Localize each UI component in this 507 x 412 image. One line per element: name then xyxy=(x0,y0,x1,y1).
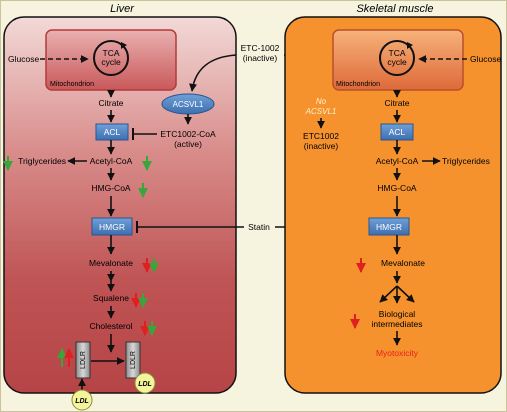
etc1002-inactive-muscle: ETC1002 xyxy=(303,131,339,141)
muscle-myotoxicity: Myotoxicity xyxy=(376,348,419,358)
muscle-bio-intermediates-2: intermediates xyxy=(371,319,422,329)
etc1002-inactive-muscle-2: (inactive) xyxy=(304,141,339,151)
liver-mitochondrion-label: Mitochondrion xyxy=(50,81,94,88)
arrow-branch-right xyxy=(396,285,415,303)
muscle-mitochondrion-label: Mitochondrion xyxy=(336,81,380,88)
muscle-hmg-coa: HMG-CoA xyxy=(377,183,417,193)
ldlr-right xyxy=(125,341,141,379)
muscle-acl-label: ACL xyxy=(389,127,406,137)
etc1002-label-2: (inactive) xyxy=(243,53,278,63)
liver-citrate: Citrate xyxy=(98,98,123,108)
liver-hmgr-box xyxy=(91,217,133,236)
muscle-bio-intermediates: Biological xyxy=(379,309,415,319)
liver-tca-arrowhead xyxy=(121,42,127,49)
ldlr-right-label: LDLR xyxy=(130,351,137,369)
liver-hmg-coa: HMG-CoA xyxy=(91,183,131,193)
liver-tca-label: TCA xyxy=(103,48,120,58)
no-acsvl1-label-2: ACSVL1 xyxy=(305,107,337,116)
ldl-label-right: LDL xyxy=(138,381,152,388)
etc1002-label: ETC-1002 xyxy=(241,43,280,53)
liver-glucose: Glucose xyxy=(8,54,39,64)
ldlr-left-label: LDLR xyxy=(80,351,87,369)
arrow-branch-left xyxy=(379,285,398,303)
muscle-glucose: Glucose xyxy=(470,54,501,64)
muscle-hmgr-box xyxy=(368,217,410,236)
no-acsvl1-label: No xyxy=(316,97,327,106)
liver-title: Liver xyxy=(110,3,135,15)
ldl-label-bottom: LDL xyxy=(75,398,89,405)
liver-triglycerides: Triglycerides xyxy=(18,156,66,166)
etc-coa-active: ETC1002-CoA xyxy=(160,129,216,139)
muscle-tca-label: TCA xyxy=(389,48,406,58)
liver-squalene: Squalene xyxy=(93,293,129,303)
muscle-tca-label-2: cycle xyxy=(387,57,407,67)
liver-acetyl-coa: Acetyl-CoA xyxy=(90,156,133,166)
muscle-tca-arrowhead xyxy=(407,42,413,49)
liver-tca-label-2: cycle xyxy=(101,57,121,67)
acsvl1-label: ACSVL1 xyxy=(173,100,204,109)
liver-acl-label: ACL xyxy=(104,127,121,137)
muscle-cell xyxy=(284,16,502,394)
liver-cholesterol: Cholesterol xyxy=(90,321,133,331)
liver-acl-box xyxy=(95,123,129,141)
muscle-tca-circle xyxy=(379,40,415,76)
muscle-hmgr-label: HMGR xyxy=(376,222,402,232)
muscle-mevalonate: Mevalonate xyxy=(381,258,425,268)
muscle-title: Skeletal muscle xyxy=(356,3,433,15)
statin-label: Statin xyxy=(248,222,270,232)
ldlr-left xyxy=(75,341,91,379)
ldl-particle-right xyxy=(134,372,156,394)
ldl-particle-bottom xyxy=(71,389,93,411)
muscle-acetyl-coa: Acetyl-CoA xyxy=(376,156,419,166)
muscle-triglycerides: Triglycerides xyxy=(442,156,490,166)
etc-coa-active-2: (active) xyxy=(174,139,202,149)
muscle-citrate: Citrate xyxy=(384,98,409,108)
arrow-etc-to-acsvl1 xyxy=(189,54,237,92)
liver-mevalonate: Mevalonate xyxy=(89,258,133,268)
liver-hmgr-label: HMGR xyxy=(99,222,125,232)
liver-tca-circle xyxy=(93,40,129,76)
